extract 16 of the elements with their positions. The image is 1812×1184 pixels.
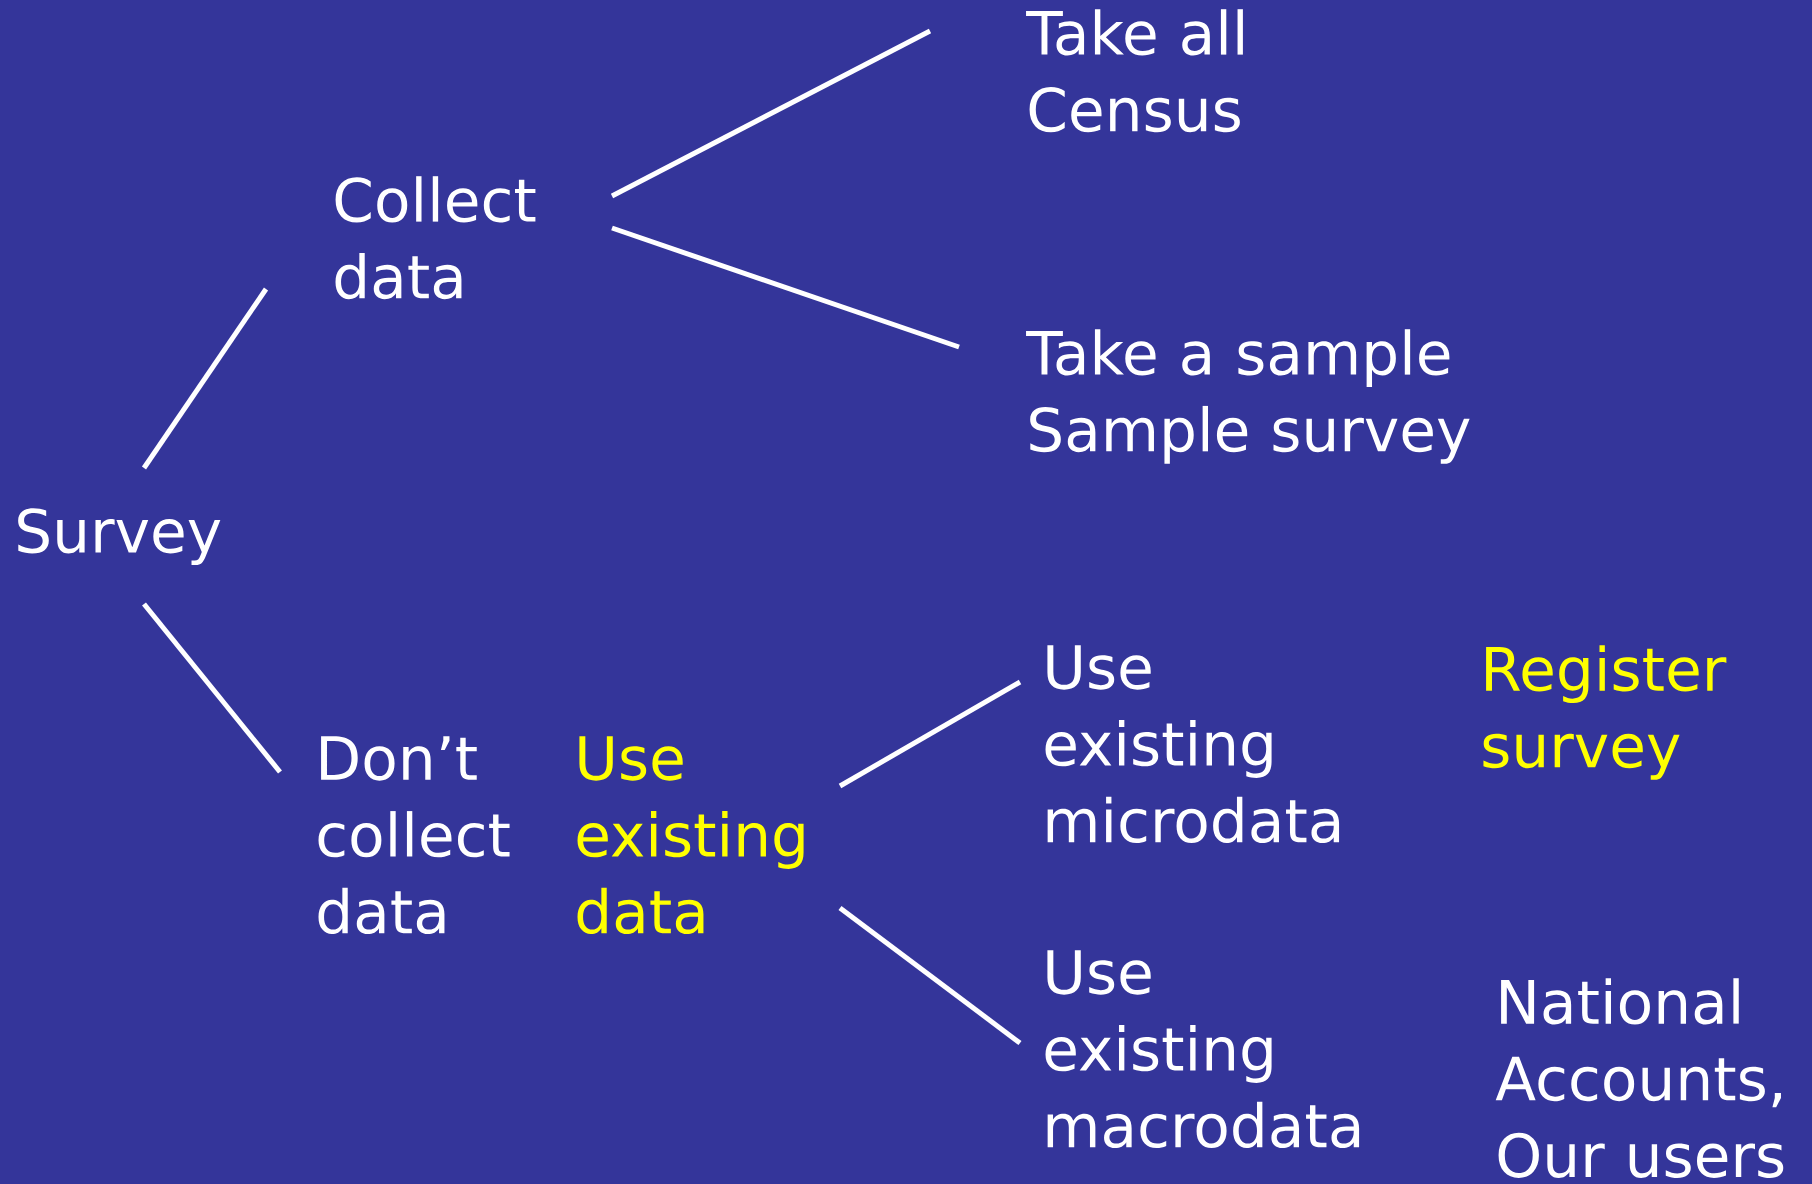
connector-line [142,602,282,774]
node-text: Take all Census [1026,9,1243,133]
node-text: Use existing macrodata [1045,950,1360,1149]
connector-line [838,679,1022,789]
node-text: Take a sample Sample survey [1026,329,1470,464]
note-text: Register survey [1483,645,1727,780]
note-text: National Accounts, Our users [1495,978,1784,1178]
connector-line [141,287,269,470]
node-text: Collect data [335,176,536,300]
connector-line [611,225,960,350]
node-text: Don’t collect data [318,736,510,935]
node-text: Use existing data [577,736,804,935]
node-text: Survey [18,508,221,565]
connector-line [610,28,932,199]
connector-line [838,906,1022,1045]
node-text: Use existing microdata [1045,645,1340,844]
